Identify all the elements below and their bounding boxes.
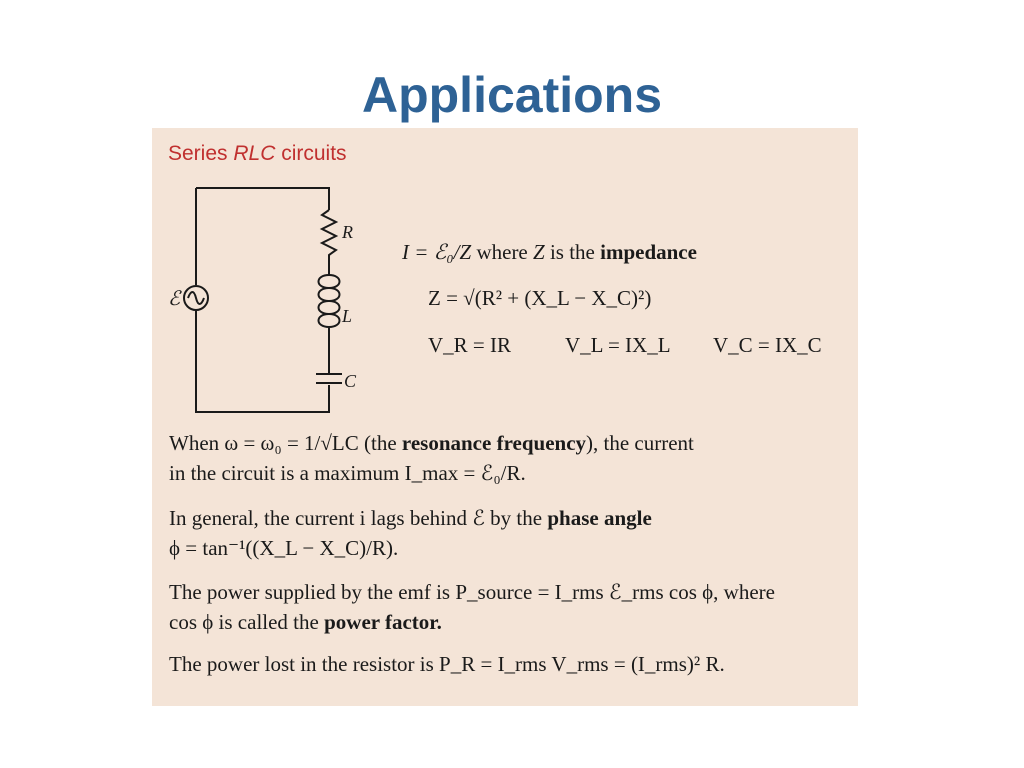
p2-text-a: In general, the current i lags behind ℰ …	[169, 506, 548, 530]
inductor-symbol	[317, 274, 341, 374]
ac-wave	[187, 291, 205, 305]
current-text: where	[471, 240, 534, 264]
phase-angle-term: phase angle	[547, 506, 652, 530]
current-var: Z	[533, 240, 545, 264]
phase-line-2: ϕ = tan⁻¹((X_L − X_C)/R).	[169, 536, 399, 560]
resonance-line-2: in the circuit is a maximum I_max = ℰ₀/R…	[169, 461, 526, 485]
power-line-1: The power supplied by the emf is P_sourc…	[169, 580, 775, 604]
wire-top	[196, 187, 330, 210]
resonance-line-1: When ω = ω₀ = 1/√LC (the resonance frequ…	[169, 428, 694, 458]
capacitor-label: C	[344, 371, 357, 391]
resistor-symbol	[319, 209, 339, 275]
heading-italic: RLC	[233, 142, 276, 165]
wire-left-bottom	[195, 311, 330, 413]
p1-text-a: When ω = ω₀ = 1/√LC (the	[169, 431, 402, 455]
vr-equation: V_R = IR	[428, 333, 512, 357]
resonance-term: resonance frequency	[401, 431, 587, 455]
resistor-power-line: The power lost in the resistor is P_R = …	[169, 652, 725, 676]
current-equation: I = ℰ₀/Z where Z is the impedance	[402, 240, 697, 265]
current-formula: I = ℰ₀/Z	[402, 240, 472, 264]
slide-title: Applications	[361, 67, 663, 123]
vc-equation: V_C = IX_C	[713, 333, 822, 357]
p1-text-b: ), the current	[586, 431, 694, 455]
heading-suffix: circuits	[275, 142, 347, 165]
phase-line-1: In general, the current i lags behind ℰ …	[169, 503, 652, 533]
power-factor-term: power factor.	[324, 610, 442, 634]
content-panel: Series RLC circuits ℰ R L C I = ℰ₀/Z whe…	[152, 128, 858, 706]
impedance-equation: Z = √(R² + (X_L − X_C)²)	[428, 286, 652, 310]
current-is: is the	[544, 240, 601, 264]
heading-prefix: Series	[168, 142, 234, 165]
vl-equation: V_L = IX_L	[565, 333, 671, 357]
rlc-circuit-diagram: ℰ R L C	[168, 187, 357, 413]
panel-heading: Series RLC circuits	[168, 142, 347, 166]
resistor-label: R	[341, 222, 353, 242]
impedance-term: impedance	[600, 240, 697, 264]
emf-label: ℰ	[168, 288, 182, 310]
ac-source-symbol	[183, 285, 209, 311]
inductor-label: L	[341, 306, 352, 326]
power-line-2: cos ϕ is called the power factor.	[169, 607, 442, 637]
p3-text-a: cos ϕ is called the	[169, 610, 325, 634]
